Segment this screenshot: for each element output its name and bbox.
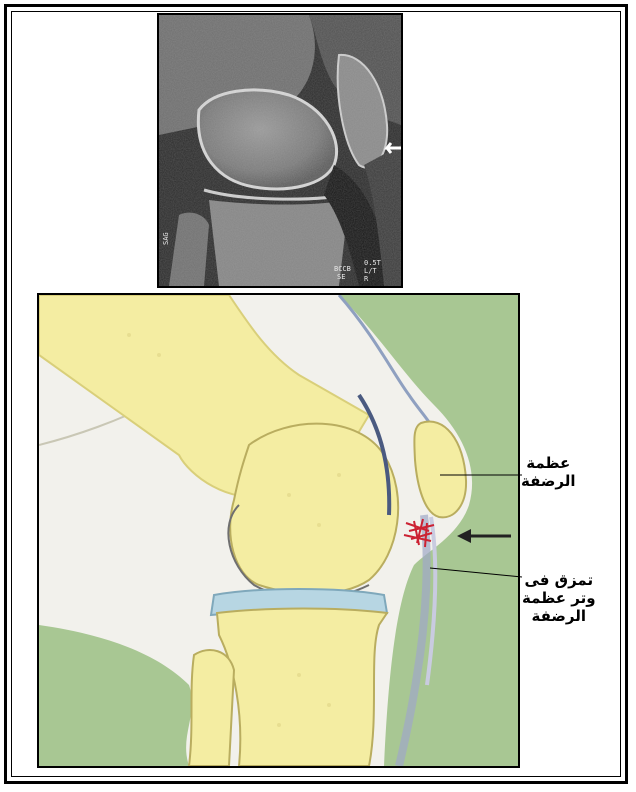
mri-corner-label-2: SE [337, 273, 345, 281]
patella-label-line-2: الرضفة [521, 472, 576, 490]
mri-right-label-3: R [364, 275, 368, 283]
tendon-tear-label-line-3: الرضفة [522, 607, 596, 625]
mri-right-label-1: 0.5T [364, 259, 381, 267]
tendon-tear-label-line-1: تمزق فى [522, 571, 596, 589]
mri-image: SAG BCCB SE 0.5T L/T R [157, 13, 403, 288]
mri-left-label: SAG [162, 232, 170, 245]
tendon-tear-label-line-2: وتر عظمة [522, 589, 596, 607]
patella-label: عظمة الرضفة [521, 454, 576, 490]
patella-leader-line [440, 470, 525, 480]
patella-label-line-1: عظمة [521, 454, 576, 472]
tendon-tear-leader-line [430, 563, 525, 583]
left-arrow-icon [455, 526, 515, 546]
knee-illustration [37, 293, 520, 768]
mri-right-label-2: L/T [364, 267, 377, 275]
tendon-tear-label: تمزق فى وتر عظمة الرضفة [522, 571, 596, 625]
mri-corner-label-1: BCCB [334, 265, 351, 273]
